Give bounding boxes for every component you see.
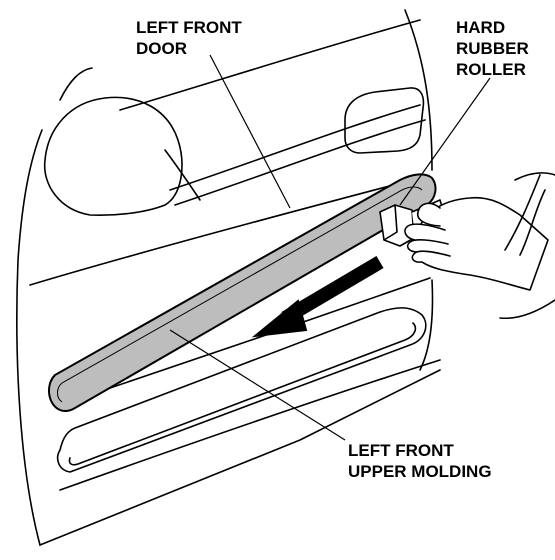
label-door-line-1: LEFT FRONT — [136, 18, 242, 37]
direction-arrow — [251, 255, 384, 338]
label-left-front-door: LEFT FRONT DOOR — [136, 17, 242, 59]
roller-face — [383, 204, 398, 241]
label-hard-rubber-roller: HARD RUBBER ROLLER — [456, 17, 529, 80]
label-roller-line-1: HARD — [456, 18, 506, 37]
label-left-front-upper-molding: LEFT FRONT UPPER MOLDING — [348, 440, 492, 482]
crease-line-upper-2 — [174, 119, 426, 206]
arrow-head — [251, 299, 308, 338]
door-panel-top-edge — [119, 19, 421, 111]
lower-molding — [56, 307, 427, 473]
label-roller-line-2: RUBBER — [456, 39, 529, 58]
arm-bottom — [499, 299, 555, 320]
upper-molding-shape — [48, 173, 437, 413]
upper-molding-highlight — [57, 186, 423, 403]
finger-2 — [406, 239, 449, 253]
leader-door — [209, 54, 291, 209]
label-molding-line-1: LEFT FRONT — [348, 441, 454, 460]
label-door-line-2: DOOR — [136, 39, 187, 58]
cuff-line — [519, 189, 546, 256]
label-molding-line-2: UPPER MOLDING — [348, 462, 492, 481]
door-panel-rear-edge — [404, 9, 433, 171]
crease-line-mid — [29, 177, 421, 286]
crease-line-upper — [169, 104, 421, 191]
side-mirror — [43, 96, 183, 216]
mirror-stalk — [59, 67, 93, 101]
finger-1 — [404, 223, 446, 241]
lower-molding-inner — [68, 322, 417, 466]
door-panel-lower-rear-edge — [419, 279, 434, 371]
label-roller-line-3: ROLLER — [456, 60, 526, 79]
cuff-line-2 — [504, 174, 541, 251]
thumb — [416, 202, 441, 227]
leader-roller — [399, 77, 491, 206]
arm-top — [514, 172, 555, 181]
mirror-base — [164, 149, 201, 201]
hand-back — [414, 196, 549, 291]
upper-molding — [48, 173, 437, 413]
leader-molding — [169, 329, 346, 441]
door-handle-recess — [344, 87, 425, 154]
door-panel-front-edge — [39, 369, 441, 546]
door-panel-left-edge — [16, 129, 43, 546]
rocker-line — [59, 359, 441, 491]
finger-3 — [411, 250, 451, 263]
gloved-hand — [404, 172, 555, 320]
